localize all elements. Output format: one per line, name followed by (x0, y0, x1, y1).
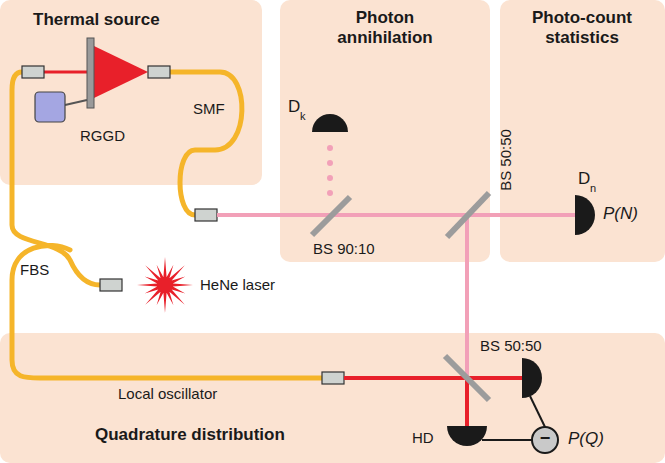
component-label: BS 50:50 (498, 129, 515, 191)
detector-label: D (288, 98, 300, 117)
hene-laser (137, 257, 193, 313)
collimator (148, 66, 170, 78)
subtractor (532, 427, 558, 453)
lo-beam (344, 376, 467, 380)
component-label: Local oscillator (118, 386, 217, 403)
section-heading: Photo-count statistics (527, 8, 637, 47)
beam-splitter (447, 193, 489, 237)
lo-beam (465, 378, 469, 426)
component-label: RGGD (80, 128, 125, 145)
collimator (322, 372, 344, 384)
detector-label: D (578, 170, 590, 189)
component-label: BS 90:10 (313, 241, 375, 258)
detector (312, 114, 348, 132)
component-label: SMF (193, 101, 225, 118)
signal-beam (465, 215, 469, 378)
component-label: FBS (20, 262, 49, 279)
detector-subscript: n (590, 182, 596, 194)
detector (447, 426, 487, 446)
fiber (170, 72, 242, 215)
beam-dots (327, 145, 333, 196)
distribution-label: P(N) (603, 205, 638, 224)
component-label: HeNe laser (200, 277, 275, 294)
detector-subscript: k (300, 110, 306, 122)
motor (35, 92, 65, 122)
detector (575, 195, 595, 235)
beam-cone (94, 46, 148, 98)
ground-glass-disk (87, 38, 94, 108)
laser-beam (44, 71, 90, 74)
signal-beam (217, 213, 575, 217)
section-heading: Photon annihilation (320, 8, 450, 47)
minus-sign: − (540, 429, 551, 449)
distribution-label: P(Q) (568, 430, 604, 449)
section-heading: Quadrature distribution (95, 425, 285, 445)
section-panel: Quadrature distribution (0, 333, 665, 463)
fiber (12, 245, 322, 378)
collimator (100, 279, 122, 291)
lo-beam (467, 376, 522, 380)
wire (530, 396, 545, 427)
wire (482, 439, 532, 441)
detector (522, 358, 542, 398)
beam-splitter (445, 356, 489, 400)
component-label: HD (412, 430, 434, 447)
section-heading: Thermal source (33, 10, 160, 30)
collimator (22, 66, 44, 78)
beam-splitter (312, 197, 350, 235)
motor-shaft (65, 100, 87, 105)
collimator (195, 209, 217, 221)
component-label: BS 50:50 (480, 338, 542, 355)
